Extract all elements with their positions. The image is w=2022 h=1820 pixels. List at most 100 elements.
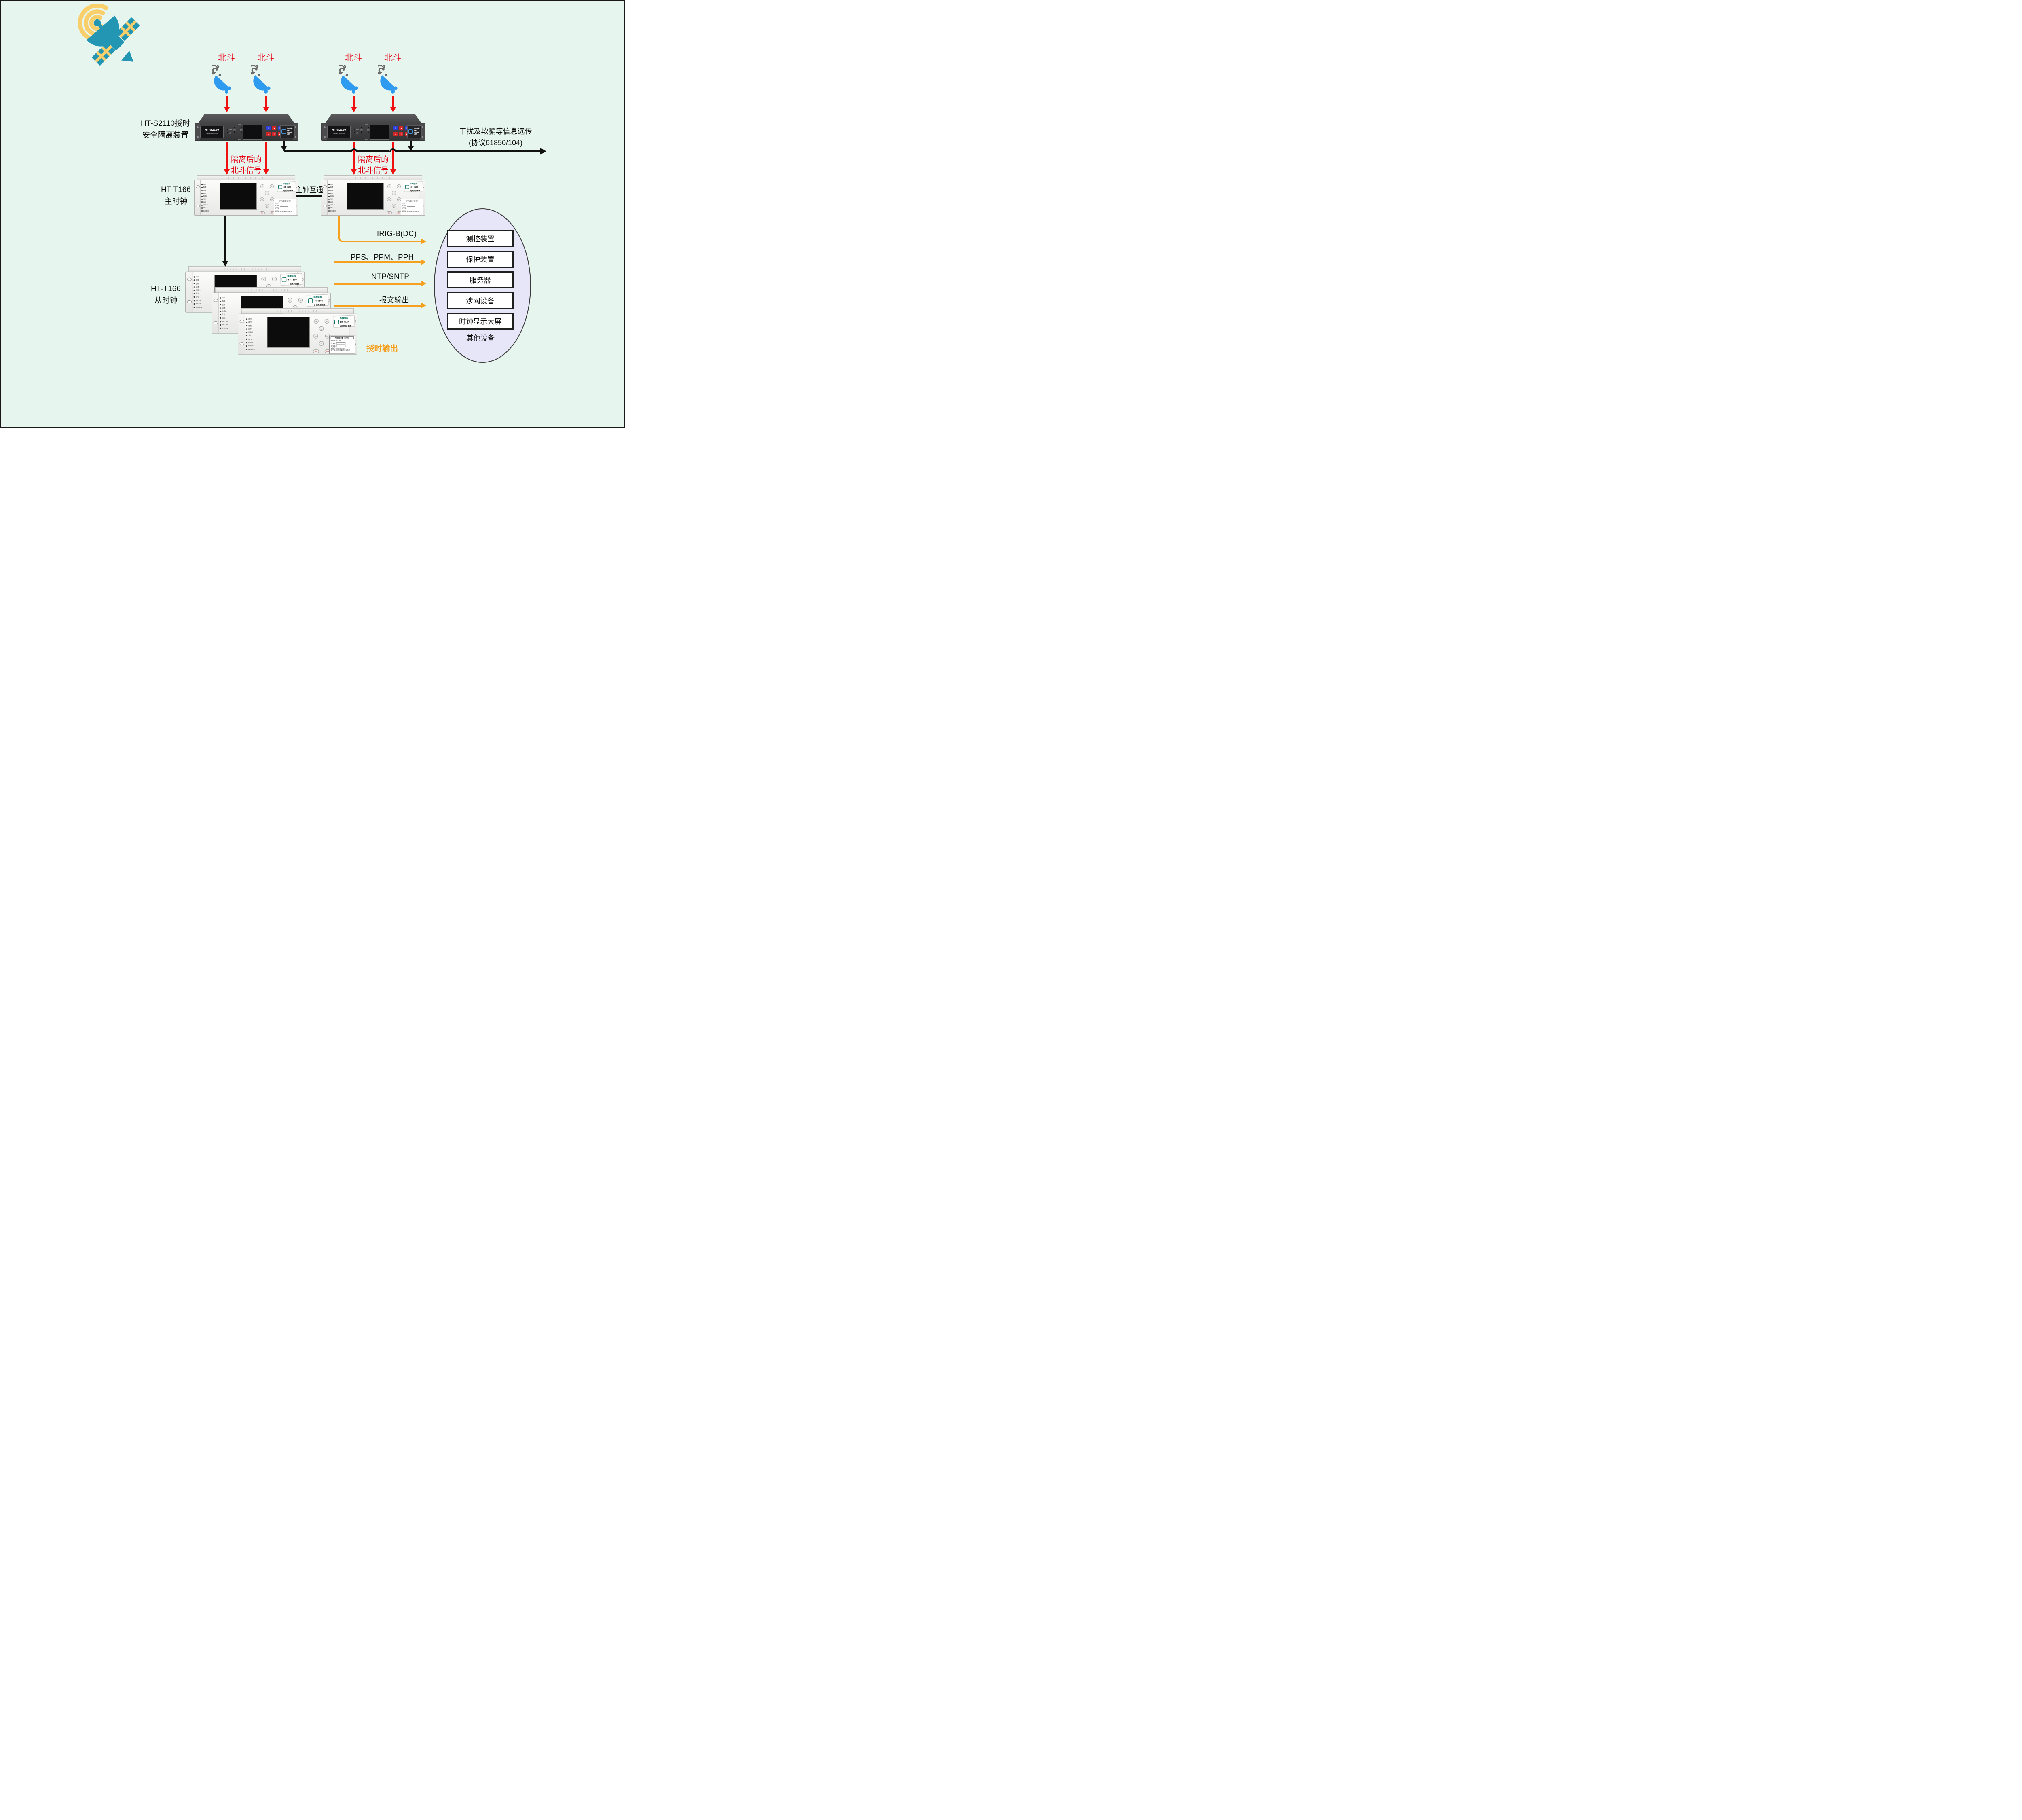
isolated-signal-arrow [392, 142, 394, 169]
plus-button: + [261, 277, 266, 281]
arrow-head [408, 146, 414, 151]
device-top-panel [188, 266, 301, 272]
line-hop [389, 148, 396, 152]
brand-logo-icon [278, 184, 283, 189]
beidou-signal-arrow [353, 96, 355, 107]
remote-info-stub [283, 141, 285, 147]
screw-icon [196, 136, 199, 138]
brand-plate: 华腾盛和 HT-T166 时间同步装置 [404, 181, 423, 192]
led-column: 运行 故障 告警 同步 秒脉冲 北斗 GPS IRIG-B1 IRIG-B2 状… [246, 317, 255, 351]
beidou-signal-arrow [265, 96, 267, 107]
arrow-head [421, 238, 426, 244]
isolated-signal-arrow [353, 142, 355, 169]
left-button: ◀ [266, 132, 271, 136]
beidou-label-4: 北斗 [384, 53, 401, 63]
master-clock-label: HT-T166 主时钟 [161, 186, 191, 206]
arrow-head [224, 107, 230, 112]
screw-icon [323, 136, 326, 138]
menu-button: ≡ [278, 126, 282, 130]
gps-label: GPS [365, 124, 368, 125]
mount-hole [187, 277, 192, 281]
slave-clock-label: HT-T166 从时钟 [151, 285, 181, 305]
down-button: ▼ [399, 132, 403, 136]
group-box-protection: 保护装置 [447, 251, 514, 268]
down-button: ▽ [319, 341, 324, 346]
rack-ear [322, 124, 327, 140]
model-subtitle: 卫星授时安全防护装置 [205, 132, 218, 134]
isolated-signal-label: 隔离后的 北斗信号 [357, 155, 389, 175]
arrow-head [540, 148, 546, 155]
arrow-head [421, 259, 426, 265]
brand-logo-icon [408, 129, 413, 134]
right-button: ▶ [278, 132, 282, 136]
confirm-button: 确认 [260, 211, 265, 214]
menu-button: ≡ [266, 126, 271, 130]
menu-button: ≡ [405, 126, 409, 130]
arrow-head [421, 281, 426, 286]
ntp-arrow [334, 283, 421, 285]
device-front-panel: HT-S2110 卫星授时安全防护装置 GPS BDS 电源1 电源2 通断 失… [195, 123, 298, 141]
mount-hole [213, 298, 218, 302]
minus-button: − [324, 319, 329, 324]
beidou-signal-arrow [226, 96, 228, 107]
up-button: △ [392, 191, 396, 195]
beidou-label-1: 北斗 [218, 53, 235, 63]
brand-plate: 华腾盛和 HT-T166 时间同步装置 [280, 273, 302, 286]
minus-button: − [270, 184, 274, 188]
menu-button: ≡ [393, 126, 398, 130]
device-front-panel: HT-S2110 卫星授时安全防护装置 GPS BDS 电源1 电源2 通断 失… [321, 123, 425, 141]
minus-button: − [397, 184, 401, 188]
remote-info-label-line1: 干扰及欺骗等信息远传 [459, 127, 532, 135]
bds-label: BDS [365, 139, 368, 140]
model-display: HT-S2110 卫星授时安全防护装置 [327, 126, 351, 138]
mount-hole [323, 185, 327, 188]
interlink-label: 主钟互通 [296, 186, 323, 194]
device-top-panel [241, 308, 354, 314]
group-footer-label: 其他设备 [466, 334, 495, 342]
mount-hole [239, 342, 245, 345]
brand-logo-icon [334, 319, 339, 324]
lcd-screen [267, 317, 310, 348]
device-top-panel [215, 287, 328, 293]
brand-plate: 华腾盛和 HT-T166 时间同步装置 [306, 294, 329, 307]
arrow-head [351, 107, 357, 112]
plus-button: + [260, 184, 264, 188]
model-name: HT-S2110 [205, 128, 219, 131]
line-hop [350, 148, 357, 152]
satellite-dish-icon [251, 65, 271, 94]
screw-icon [294, 136, 296, 138]
lcd-screen [220, 183, 257, 210]
diagram-canvas: 北斗 北斗 北斗 北斗 HT-S2110授时 安全隔离装置 隔离后的 北斗信号 … [0, 0, 625, 428]
pps-arrow [334, 261, 421, 263]
remote-info-line [396, 150, 540, 152]
nameplate: 时间同步装置（主时钟） 装置型号: HT-T166 出厂编号: 出厂日期: 电源… [401, 199, 423, 215]
model-name: HT-S2110 [332, 128, 346, 131]
mount-hole [239, 320, 245, 323]
ht-s2110-isolation-device: HT-S2110 卫星授时安全防护装置 GPS BDS 电源1 电源2 通断 失… [321, 114, 425, 141]
right-button: ▷ [325, 334, 330, 339]
left-button: ◁ [387, 197, 391, 201]
right-button: ▶ [405, 132, 409, 136]
ht-t166-clock-device: 运行 故障 告警 同步 秒脉冲 北斗 GPS IRIG-B1 IRIG-B2 状… [321, 175, 425, 216]
arrow-head [390, 169, 396, 175]
arrow-head [351, 169, 357, 175]
model-subtitle: 卫星授时安全防护装置 [332, 132, 345, 134]
group-box-measurement: 测控装置 [447, 230, 514, 247]
arrow-head [224, 169, 230, 175]
brand-plate: 华腾盛和 HT-T166 时间同步装置 [332, 315, 355, 328]
plus-button: + [314, 319, 319, 324]
remote-info-stub [410, 141, 412, 147]
rack-ear [238, 314, 245, 354]
mount-hole [187, 300, 192, 303]
rack-ear [321, 180, 328, 215]
brand-logo-icon [405, 184, 410, 189]
arrow-head [263, 107, 269, 112]
up-button: ▲ [399, 126, 403, 130]
keypad: + − △ ◁ ▷ ▽ 确认 取消 [313, 319, 333, 355]
brand-logo-icon [308, 298, 313, 303]
output-label-message: 报文输出 [379, 296, 409, 304]
arrow-head [263, 169, 269, 175]
beidou-label-3: 北斗 [345, 53, 362, 63]
ht-t166-clock-device: 运行 故障 告警 同步 秒脉冲 北斗 GPS IRIG-B1 IRIG-B2 状… [194, 175, 298, 216]
output-label-irig-b: IRIG-B(DC) [376, 230, 417, 238]
